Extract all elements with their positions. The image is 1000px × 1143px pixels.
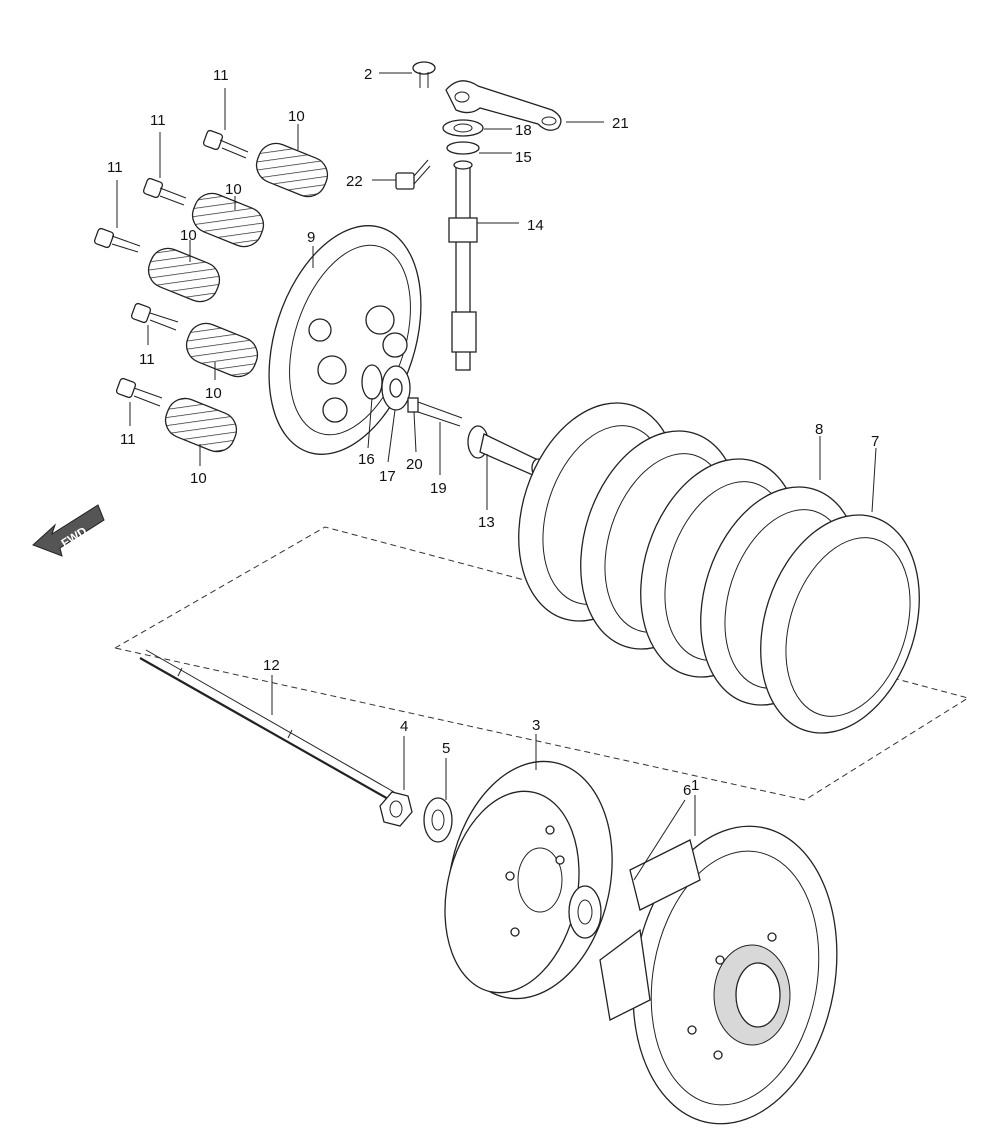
bolt-11-second bbox=[142, 177, 187, 206]
callout-5: 5 bbox=[442, 740, 450, 757]
callout-9: 9 bbox=[307, 229, 315, 246]
callout-11-fourth: 11 bbox=[139, 351, 155, 368]
lifter-shaft-14 bbox=[448, 160, 478, 371]
lifter-rod-13 bbox=[467, 425, 545, 478]
bolt-22 bbox=[395, 159, 431, 190]
bolt-19 bbox=[417, 401, 463, 427]
callout-22: 22 bbox=[346, 173, 363, 190]
callout-10-top: 10 bbox=[288, 108, 305, 125]
bolt-11-top bbox=[202, 129, 249, 159]
oil-seal-15 bbox=[446, 141, 480, 155]
washer-16 bbox=[361, 364, 383, 400]
callout-11-third: 11 bbox=[107, 159, 123, 176]
callout-1: 1 bbox=[691, 777, 699, 794]
push-rod-12 bbox=[139, 649, 395, 801]
fwd-arrow-icon: FWD bbox=[32, 504, 105, 557]
bolt-11-third bbox=[93, 227, 141, 253]
callout-21: 21 bbox=[612, 115, 629, 132]
clutch-hub-3 bbox=[444, 760, 613, 1000]
callout-2: 2 bbox=[364, 66, 372, 83]
callout-10-second: 10 bbox=[225, 181, 242, 198]
callout-15: 15 bbox=[515, 149, 532, 166]
washer-5 bbox=[423, 797, 453, 843]
callout-8: 8 bbox=[815, 421, 823, 438]
callout-6: 6 bbox=[683, 782, 691, 799]
screw-2 bbox=[412, 61, 436, 88]
spring-10-third bbox=[147, 247, 221, 303]
callout-4: 4 bbox=[400, 718, 408, 735]
callout-13: 13 bbox=[478, 514, 495, 531]
thrust-washer-6 bbox=[568, 885, 602, 939]
leader-lines bbox=[116, 72, 877, 881]
assembly-outline bbox=[113, 526, 970, 801]
clutch-outer-1 bbox=[599, 825, 838, 1125]
callout-14: 14 bbox=[527, 217, 544, 234]
bearing-17-bore bbox=[389, 378, 403, 398]
nut-20 bbox=[407, 397, 419, 413]
callout-10-fourth: 10 bbox=[205, 385, 222, 402]
spring-10-top bbox=[255, 142, 329, 198]
callout-10-fifth: 10 bbox=[190, 470, 207, 487]
callout-12: 12 bbox=[263, 657, 280, 674]
callout-20: 20 bbox=[406, 456, 423, 473]
spring-10-fourth bbox=[185, 322, 259, 378]
callout-18: 18 bbox=[515, 122, 532, 139]
pressure-plate-9 bbox=[268, 225, 422, 455]
callout-19: 19 bbox=[430, 480, 447, 497]
bolt-11-fourth bbox=[130, 302, 179, 331]
callout-16: 16 bbox=[358, 451, 375, 468]
washer-18 bbox=[442, 119, 484, 137]
callout-11-second: 11 bbox=[150, 112, 166, 129]
callout-10-third: 10 bbox=[180, 227, 197, 244]
callout-3: 3 bbox=[532, 717, 540, 734]
clutch-disc-stack bbox=[518, 402, 920, 734]
friction-disc-7 bbox=[760, 514, 920, 734]
callout-11-fifth: 11 bbox=[120, 431, 136, 448]
clutch-lever-21 bbox=[445, 80, 562, 131]
callout-labels: 2 21 18 15 22 14 11 11 11 11 11 10 10 10… bbox=[107, 66, 879, 799]
bolt-11-fifth bbox=[115, 377, 163, 407]
lock-nut-4 bbox=[379, 791, 413, 827]
callout-7: 7 bbox=[871, 433, 879, 450]
spring-10-fifth bbox=[164, 397, 238, 453]
callout-11-top: 11 bbox=[213, 67, 229, 84]
callout-17: 17 bbox=[379, 468, 396, 485]
